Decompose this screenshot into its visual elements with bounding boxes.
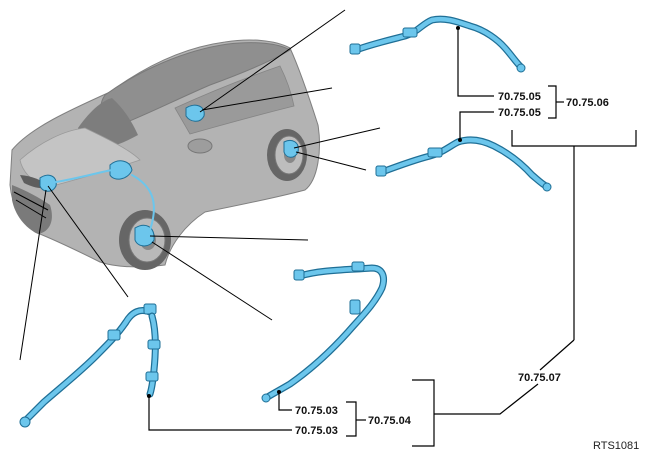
bracket-rear — [346, 401, 357, 437]
highlight-rear-upper — [185, 104, 205, 122]
leader-rear-wheel-a — [293, 127, 381, 149]
leader-front-wheel-b — [151, 241, 273, 321]
leader-front-left-a — [47, 185, 129, 298]
leader-front-left-b — [19, 189, 47, 361]
bracket-front — [548, 85, 557, 119]
label-rear-a: 70.75.03 — [295, 405, 338, 417]
brake-hose-upper-1 — [349, 15, 526, 73]
leader-upper-rear — [199, 9, 346, 113]
bracket-overall-lower — [412, 379, 435, 447]
car-side-window — [174, 65, 295, 135]
leader-upper-mid — [201, 87, 333, 111]
figure-id: RTS1081 — [593, 440, 639, 452]
label-front-upper-b: 70.75.05 — [498, 107, 541, 119]
vehicle-illustration — [9, 39, 320, 270]
brake-hose-upper-2 — [375, 136, 552, 192]
brake-hose-front-long — [19, 303, 157, 428]
leader-lines — [19, 9, 381, 361]
label-rear-group: 70.75.04 — [368, 415, 412, 427]
label-rear-b: 70.75.03 — [295, 425, 338, 437]
brake-hose-rear-right — [261, 261, 388, 403]
bracket-overall-upper — [511, 130, 637, 147]
car-mirror — [187, 138, 213, 154]
highlight-line-run — [55, 169, 155, 231]
label-front-upper-a: 70.75.05 — [498, 91, 541, 103]
callout-structure — [147, 26, 637, 447]
highlight-front-left — [39, 174, 57, 192]
leader-rear-wheel-b — [295, 151, 367, 171]
label-overall-group: 70.75.07 — [518, 372, 561, 384]
label-front-group: 70.75.06 — [566, 97, 609, 109]
leader-front-wheel-a — [149, 235, 309, 241]
brake-hose-front-short — [145, 312, 161, 398]
highlight-engine-bay — [109, 160, 133, 180]
highlight-rear-wheel — [283, 139, 299, 158]
